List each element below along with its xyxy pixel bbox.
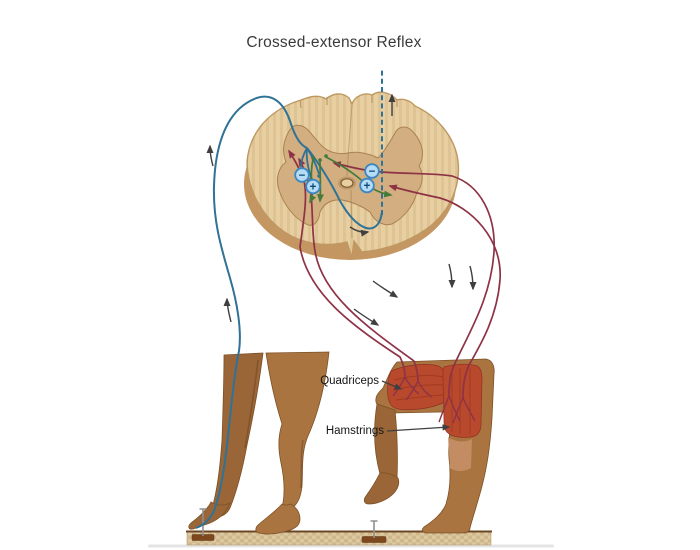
interneuron-boutons bbox=[311, 154, 328, 162]
page-title: Crossed-extensor Reflex bbox=[246, 34, 421, 51]
dorsal-sulci-marks bbox=[299, 95, 398, 109]
floor-board bbox=[186, 531, 492, 546]
quadriceps-label: Quadriceps bbox=[320, 375, 379, 387]
muscle-labels: Quadriceps Hamstrings bbox=[320, 375, 451, 437]
left-figure-front-foot bbox=[255, 503, 301, 535]
inhibitory-synapse-badge: − bbox=[364, 163, 380, 179]
direction-arrow bbox=[349, 226, 370, 237]
efferent-branch bbox=[405, 380, 433, 401]
direction-arrow bbox=[469, 265, 477, 291]
svg-text:−: − bbox=[299, 170, 306, 182]
efferent-branch bbox=[452, 397, 476, 424]
direction-arrow bbox=[223, 297, 232, 323]
spinal-cord-cross-section bbox=[244, 91, 460, 260]
hamstrings-striations bbox=[451, 368, 471, 434]
direction-arrow bbox=[448, 263, 456, 289]
left-leg-figure bbox=[188, 351, 330, 535]
hamstrings-label: Hamstrings bbox=[326, 425, 384, 437]
afferent-fiber bbox=[195, 95, 308, 529]
central-canal bbox=[340, 178, 354, 188]
direction-arrow bbox=[372, 280, 399, 298]
afferent-crossing-branch bbox=[306, 147, 383, 230]
direction-arrows bbox=[206, 93, 477, 326]
tack-left bbox=[191, 508, 215, 541]
inhibitory-synapse-badge: − bbox=[294, 167, 310, 183]
tack-pin bbox=[370, 520, 378, 538]
right-figure-hanging-lower-leg bbox=[374, 403, 398, 480]
efferent-branch bbox=[438, 395, 461, 423]
svg-text:+: + bbox=[310, 182, 317, 194]
right-leg-figure bbox=[363, 358, 495, 534]
synapse-badges: − + − + bbox=[294, 163, 380, 195]
tack-right bbox=[361, 520, 387, 543]
label-arrow bbox=[386, 424, 451, 432]
label-arrow bbox=[381, 380, 403, 390]
efferent-fiber bbox=[388, 184, 501, 399]
left-figure-back-foot bbox=[188, 501, 231, 530]
right-figure-hanging-foot bbox=[363, 472, 400, 505]
tack-pin bbox=[199, 508, 207, 536]
svg-text:+: + bbox=[364, 181, 371, 193]
excitatory-synapse-badge: + bbox=[305, 178, 321, 195]
excitatory-synapse-badge: + bbox=[359, 177, 375, 194]
knee-tendon-highlight bbox=[448, 437, 472, 471]
left-figure-shading bbox=[244, 359, 304, 489]
svg-text:−: − bbox=[369, 166, 376, 178]
direction-arrow bbox=[353, 308, 380, 326]
direction-arrow bbox=[206, 144, 214, 167]
